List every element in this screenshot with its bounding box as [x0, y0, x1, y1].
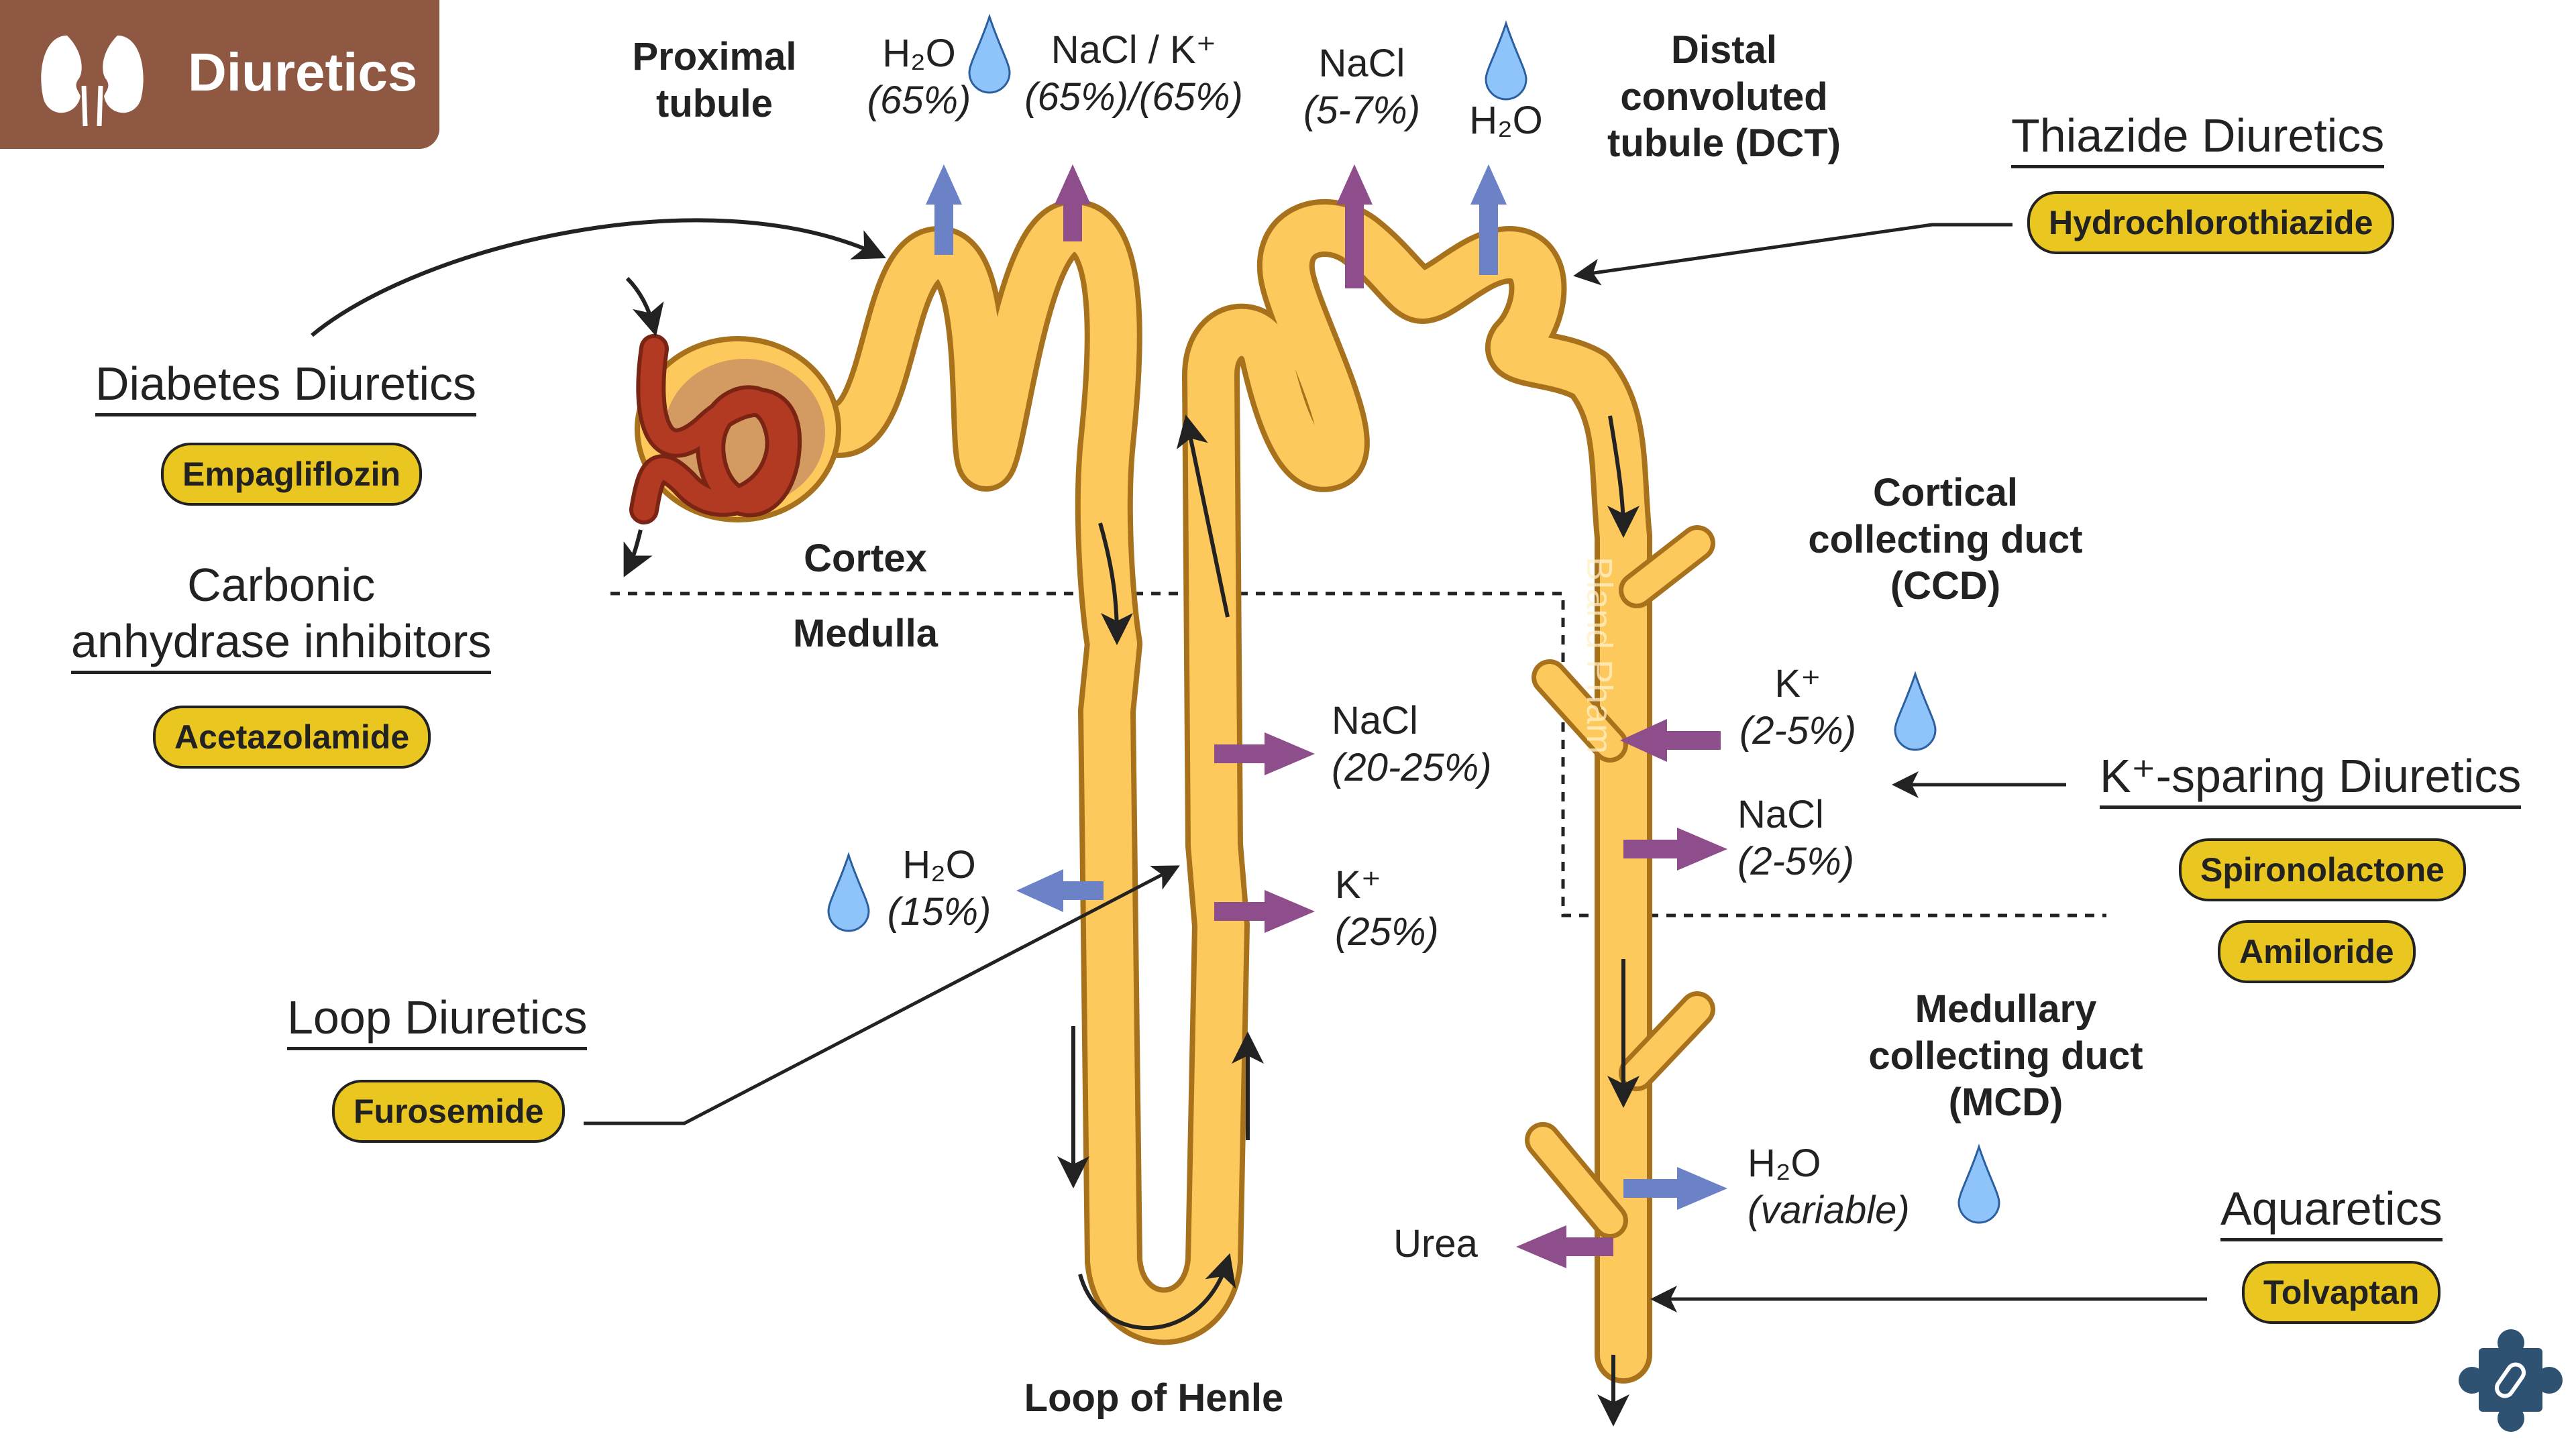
amount: (15%) — [887, 889, 991, 934]
puzzle-pill-logo-icon — [2459, 1329, 2563, 1432]
amount: (variable) — [1748, 1188, 1910, 1232]
drug-spironolactone[interactable]: Spironolactone — [2179, 838, 2466, 901]
label-cortex: Cortex — [804, 537, 927, 580]
water-drop-icon — [968, 13, 1011, 94]
species: NaCl — [1318, 42, 1405, 85]
page-title: Diuretics — [188, 42, 418, 102]
amount: (20-25%) — [1332, 745, 1492, 789]
pt-nacl-k-label: NaCl / K⁺ (65%)/(65%) — [1006, 27, 1261, 120]
mcd-urea-arrow — [1516, 1225, 1613, 1268]
class-k-sparing-diuretics: K⁺-sparing Diuretics — [2100, 748, 2522, 809]
label-dct: Distal convoluted tubule (DCT) — [1607, 28, 1841, 166]
glomerulus — [629, 334, 841, 524]
loop-k-label: K⁺ (25%) — [1335, 862, 1469, 955]
ccd-k-arrow — [1620, 719, 1721, 762]
water-drops — [827, 13, 2000, 1224]
drug-acetazolamide[interactable]: Acetazolamide — [153, 706, 431, 769]
amount: (5-7%) — [1303, 88, 1421, 132]
species: H₂O — [882, 32, 956, 75]
amount: (25%) — [1335, 909, 1439, 954]
label-medulla: Medulla — [793, 612, 938, 655]
amount: (2-5%) — [1739, 708, 1857, 752]
kidneys-icon — [41, 36, 144, 126]
dct-h2o-arrow — [1470, 164, 1507, 275]
dct-nacl-label: NaCl (5-7%) — [1288, 40, 1436, 133]
species: NaCl — [1737, 793, 1824, 836]
drug-amiloride[interactable]: Amiloride — [2218, 920, 2416, 983]
label-loop-of-henle: Loop of Henle — [1024, 1376, 1284, 1420]
watermark: Bland Pham — [1579, 557, 1619, 755]
water-drop-icon — [827, 852, 870, 932]
drug-pointers — [584, 223, 2207, 1313]
species: NaCl / K⁺ — [1051, 28, 1217, 72]
species: H₂O — [1748, 1141, 1821, 1185]
amount: (65%)/(65%) — [1024, 74, 1243, 119]
mcd-h2o-arrow — [1623, 1167, 1727, 1210]
species: NaCl — [1332, 699, 1418, 742]
pt-h2o-arrow — [926, 164, 962, 255]
ccd-nacl-arrow — [1623, 828, 1727, 871]
species: H₂O — [1469, 99, 1543, 142]
class-carbonic-anhydrase-inhibitors: Carbonic anhydrase inhibitors — [71, 557, 492, 674]
amount: (65%) — [867, 78, 971, 122]
dct-h2o-label: H₂O — [1449, 97, 1563, 144]
loop-nacl-arrow — [1214, 732, 1315, 775]
loop-h2o-label: H₂O (15%) — [872, 842, 1006, 935]
pt-nacl-arrow — [1055, 164, 1091, 241]
loop-nacl-label: NaCl (20-25%) — [1332, 697, 1519, 791]
label-ccd: Cortical collecting duct (CCD) — [1808, 471, 2083, 608]
dct-nacl-arrow — [1336, 164, 1373, 288]
species: K⁺ — [1335, 863, 1382, 907]
loop-h2o-arrow — [1016, 869, 1104, 912]
species: Urea — [1393, 1222, 1478, 1266]
label-proximal-tubule: Proximal tubule — [632, 35, 797, 125]
label-mcd: Medullary collecting duct (MCD) — [1868, 987, 2143, 1125]
mcd-h2o-label: H₂O (variable) — [1748, 1140, 1949, 1233]
reabsorption-arrows — [926, 164, 1727, 1268]
ccd-nacl-label: NaCl (2-5%) — [1737, 791, 1885, 885]
flow-arrows — [311, 218, 1640, 1427]
loop-k-arrow — [1214, 890, 1315, 933]
species: K⁺ — [1774, 662, 1821, 706]
class-thiazide-diuretics: Thiazide Diuretics — [2011, 107, 2385, 168]
collecting-duct-branches — [1525, 525, 1715, 1239]
class-diabetes-diuretics: Diabetes Diuretics — [95, 355, 476, 416]
class-aquaretics: Aquaretics — [2220, 1180, 2443, 1241]
drug-hydrochlorothiazide[interactable]: Hydrochlorothiazide — [2027, 191, 2395, 254]
water-drop-icon — [1485, 20, 1527, 101]
species: H₂O — [902, 843, 976, 887]
drug-tolvaptan[interactable]: Tolvaptan — [2242, 1261, 2441, 1324]
mcd-urea-label: Urea — [1375, 1221, 1496, 1268]
water-drop-icon — [1894, 671, 1937, 751]
nephron-tubule — [810, 199, 1652, 1384]
class-loop-diuretics: Loop Diuretics — [287, 989, 588, 1050]
drug-furosemide[interactable]: Furosemide — [332, 1080, 566, 1143]
water-drop-icon — [1957, 1143, 2000, 1224]
amount: (2-5%) — [1737, 839, 1855, 883]
ccd-k-label: K⁺ (2-5%) — [1724, 661, 1872, 754]
pt-h2o-label: H₂O (65%) — [859, 30, 979, 123]
drug-empagliflozin[interactable]: Empagliflozin — [161, 443, 422, 506]
title-banner: Diuretics — [0, 0, 439, 149]
